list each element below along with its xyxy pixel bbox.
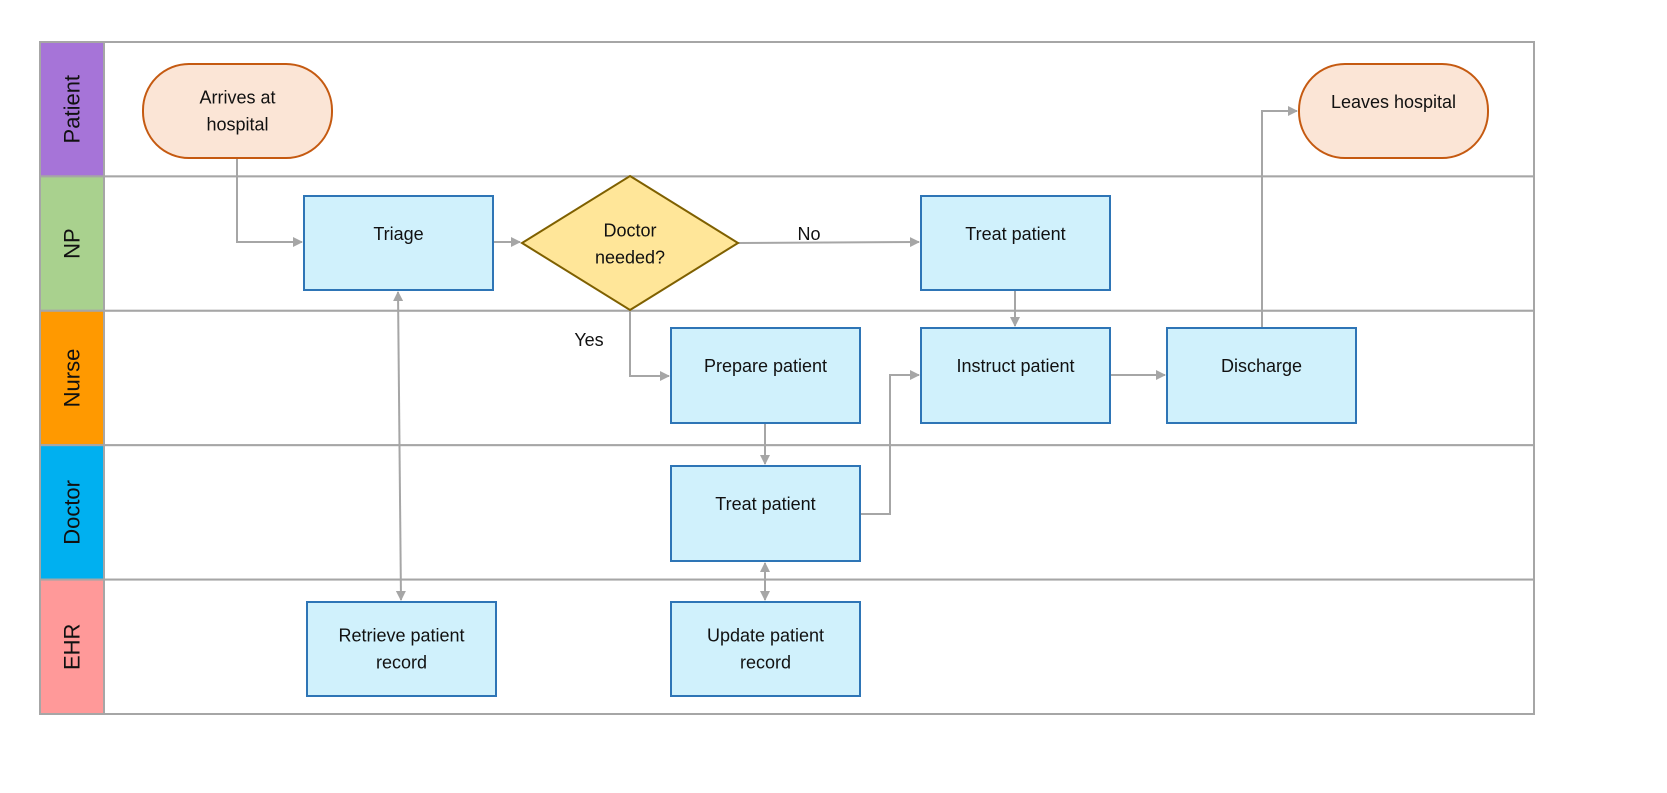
edge-arrives-triage xyxy=(236,158,303,247)
edge-label-decision-yes: Yes xyxy=(574,330,603,350)
node-leaves: Leaves hospital xyxy=(1298,63,1489,159)
node-doctor-treat-shape xyxy=(670,465,861,562)
edge-label-decision-no: No xyxy=(797,224,820,244)
edge-decision-yes: Yes xyxy=(574,310,670,381)
node-prepare: Prepare patient xyxy=(670,327,861,424)
edge-decision-no: No xyxy=(737,224,920,248)
node-instruct-label-1: Instruct patient xyxy=(956,356,1074,376)
node-instruct: Instruct patient xyxy=(920,327,1111,424)
edge-doctortreat-instruct xyxy=(860,370,920,515)
lane-np-label: NP xyxy=(60,228,85,259)
node-update-shape xyxy=(670,601,861,697)
lane-doctor-label: Doctor xyxy=(60,480,85,545)
node-arrives-label-1: Arrives at xyxy=(199,88,275,108)
node-triage-label-1: Triage xyxy=(373,224,423,244)
node-discharge-shape xyxy=(1166,327,1357,424)
lane-doctor-header xyxy=(39,444,105,581)
lane-patient-label: Patient xyxy=(60,75,85,144)
edge-discharge-leaves xyxy=(1261,106,1298,328)
node-update-label-2: record xyxy=(740,653,791,673)
lane-nurse-label: Nurse xyxy=(60,349,85,408)
lane-nurse-header xyxy=(39,309,105,447)
lane-ehr-header xyxy=(39,578,105,715)
node-prepare-shape xyxy=(670,327,861,424)
node-discharge: Discharge xyxy=(1166,327,1357,424)
node-doctor-needed-shape xyxy=(520,174,740,312)
node-doctor-needed: Doctor needed? xyxy=(520,174,740,312)
node-retrieve-label-2: record xyxy=(376,653,427,673)
edge-decision-no-line xyxy=(737,237,920,248)
lane-patient-header xyxy=(39,41,105,178)
node-doctor-treat-label-1: Treat patient xyxy=(715,494,815,514)
node-prepare-label-1: Prepare patient xyxy=(704,356,827,376)
node-leaves-label-1: Leaves hospital xyxy=(1331,92,1456,112)
node-triage: Triage xyxy=(303,195,494,291)
node-instruct-shape xyxy=(920,327,1111,424)
node-doctor-needed-label-2: needed? xyxy=(595,248,665,268)
node-retrieve-shape xyxy=(306,601,497,697)
edge-doctortreat-instruct-line xyxy=(860,370,920,515)
node-discharge-label-1: Discharge xyxy=(1221,356,1302,376)
node-doctor-treat: Treat patient xyxy=(670,465,861,562)
node-retrieve: Retrieve patient record xyxy=(306,601,497,697)
node-np-treat-shape xyxy=(920,195,1111,291)
edge-triage-retrieve-line xyxy=(393,291,406,601)
edge-arrives-triage-line xyxy=(236,158,303,247)
node-triage-shape xyxy=(303,195,494,291)
node-arrives: Arrives at hospital xyxy=(142,63,333,159)
node-update-label-1: Update patient xyxy=(707,626,824,646)
node-arrives-label-2: hospital xyxy=(206,115,268,135)
node-np-treat-label-1: Treat patient xyxy=(965,224,1065,244)
edge-decision-yes-line xyxy=(629,310,670,381)
node-retrieve-label-1: Retrieve patient xyxy=(338,626,464,646)
node-leaves-shape xyxy=(1298,63,1489,159)
edge-triage-retrieve xyxy=(393,291,406,601)
lane-ehr-label: EHR xyxy=(60,624,85,670)
node-np-treat: Treat patient xyxy=(920,195,1111,291)
edge-discharge-leaves-line xyxy=(1261,106,1298,328)
node-update: Update patient record xyxy=(670,601,861,697)
node-arrives-shape xyxy=(142,63,333,159)
node-doctor-needed-label-1: Doctor xyxy=(603,221,656,241)
